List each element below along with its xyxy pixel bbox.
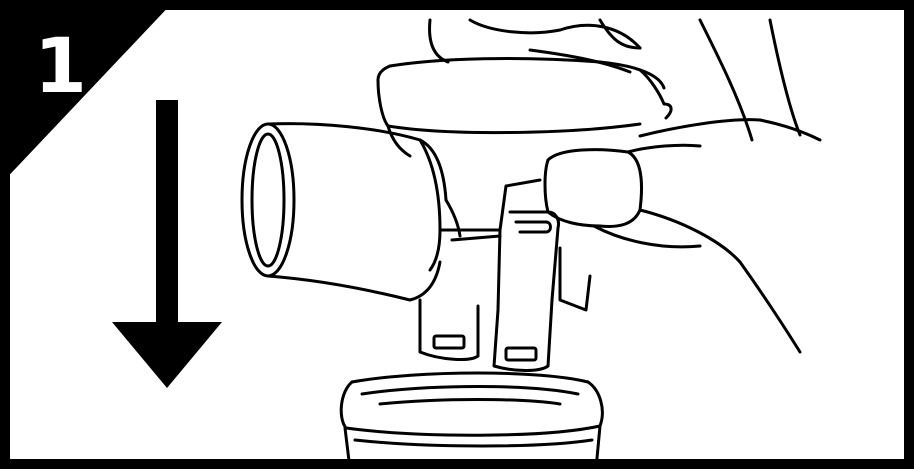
- base-cup: [341, 373, 602, 469]
- right-hand-thumb: [545, 120, 820, 352]
- device-tube: [242, 124, 460, 300]
- top-hand: [430, 20, 800, 140]
- device-body: [420, 180, 590, 371]
- arrow-down-icon: [112, 100, 222, 388]
